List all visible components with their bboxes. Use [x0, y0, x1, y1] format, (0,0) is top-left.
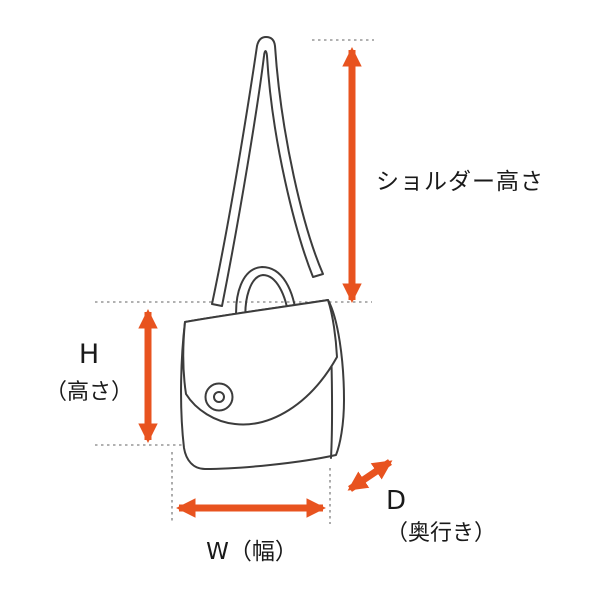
- depth-label-letter: D: [386, 486, 407, 516]
- clasp-inner: [213, 391, 225, 403]
- depth-arrow: [347, 459, 393, 492]
- handle-inner: [244, 274, 290, 327]
- height-label-letter: H: [78, 339, 100, 370]
- bag-illustration: [180, 36, 345, 470]
- width-label: W（幅）: [206, 539, 298, 565]
- height-label: H （高さ）: [28, 335, 150, 409]
- height-label-sub: （高さ）: [44, 379, 133, 405]
- handle-outer: [235, 266, 298, 328]
- shoulder-height-label: ショルダー高さ: [376, 169, 544, 195]
- depth-label-sub: （奥行き）: [386, 521, 497, 547]
- depth-label: D （奥行き）: [386, 484, 496, 549]
- shoulder-strap: [211, 36, 324, 307]
